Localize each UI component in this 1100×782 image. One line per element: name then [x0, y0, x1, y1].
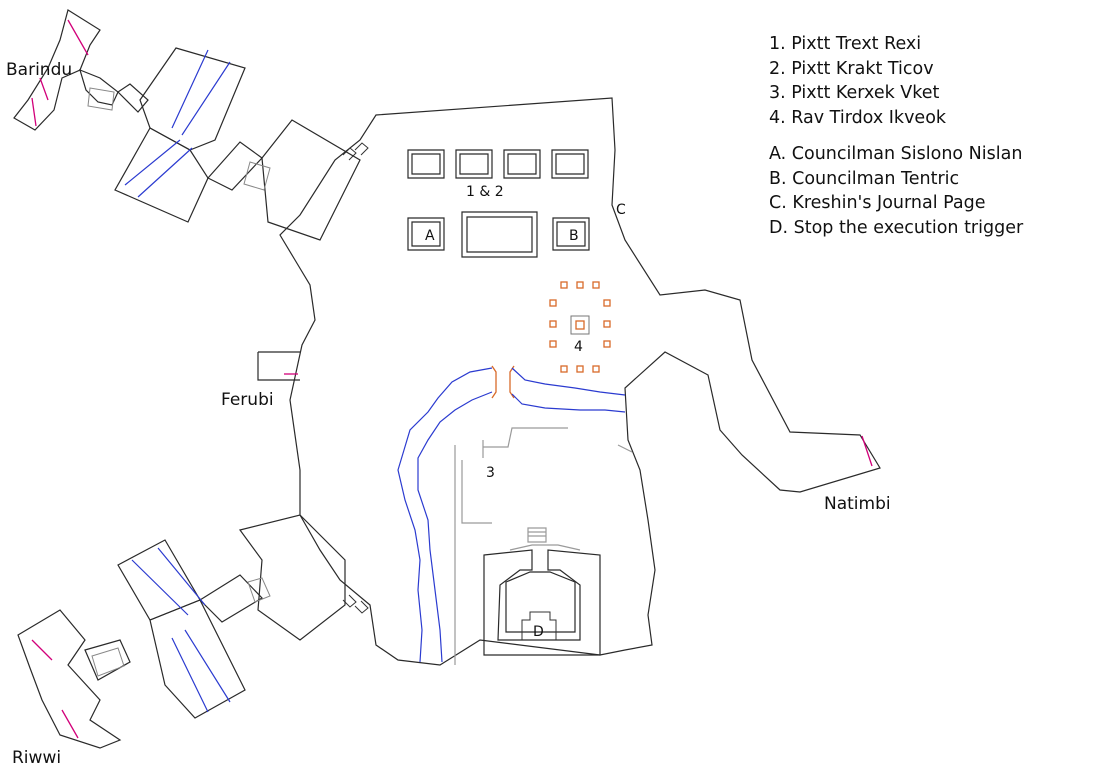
council-rooms: [407, 211, 590, 258]
map-legend: 1. Pixtt Trext Rexi 2. Pixtt Krakt Ticov…: [769, 32, 1023, 240]
zone-label-natimbi: Natimbi: [824, 494, 891, 514]
zone-label-ferubi: Ferubi: [221, 390, 274, 410]
legend-point-d: D. Stop the execution trigger: [769, 217, 1024, 238]
marker-c: C: [616, 202, 626, 218]
river-right-bank: [417, 391, 493, 663]
barindu-complex: [13, 9, 361, 241]
upper-rooms: [407, 149, 589, 179]
natimbi-door: [861, 435, 873, 467]
zone-label-riwwi: Riwwi: [12, 748, 61, 768]
legend-gap: [769, 130, 1023, 142]
zone-label-barindu: Barindu: [6, 60, 72, 80]
marker-d: D: [533, 624, 544, 640]
river-left-bank: [397, 367, 493, 663]
hall-notches-lower: [342, 594, 369, 614]
river-upper-bank: [511, 367, 626, 396]
legend-point-c: C. Kreshin's Journal Page: [769, 193, 986, 213]
riwwi-complex: [17, 514, 346, 749]
marker-1-2: 1 & 2: [466, 184, 504, 200]
legend-npc-2: 2. Pixtt Krakt Ticov: [769, 58, 934, 79]
execution-chamber: [483, 527, 601, 656]
legend-npc-3: 3. Pixtt Kerxek Vket: [769, 83, 940, 103]
marker-a: A: [425, 228, 435, 244]
legend-point-a: A. Councilman Sislono Nislan: [769, 144, 1023, 164]
gate-right: [509, 365, 515, 399]
ferubi-passage: [257, 351, 300, 381]
main-hall-wall: [279, 97, 881, 666]
river-lower-bank: [511, 393, 626, 413]
gate-left: [491, 365, 497, 399]
legend-point-b: B. Councilman Tentric: [769, 168, 960, 189]
pillar-ring: [549, 281, 611, 373]
marker-3: 3: [486, 465, 495, 481]
marker-b: B: [569, 228, 579, 244]
legend-npc-1: 1. Pixtt Trext Rexi: [769, 34, 922, 54]
legend-npc-4: 4. Rav Tirdox Ikveok: [769, 107, 947, 128]
courtyard-walls: [454, 427, 633, 665]
marker-4: 4: [574, 339, 583, 355]
